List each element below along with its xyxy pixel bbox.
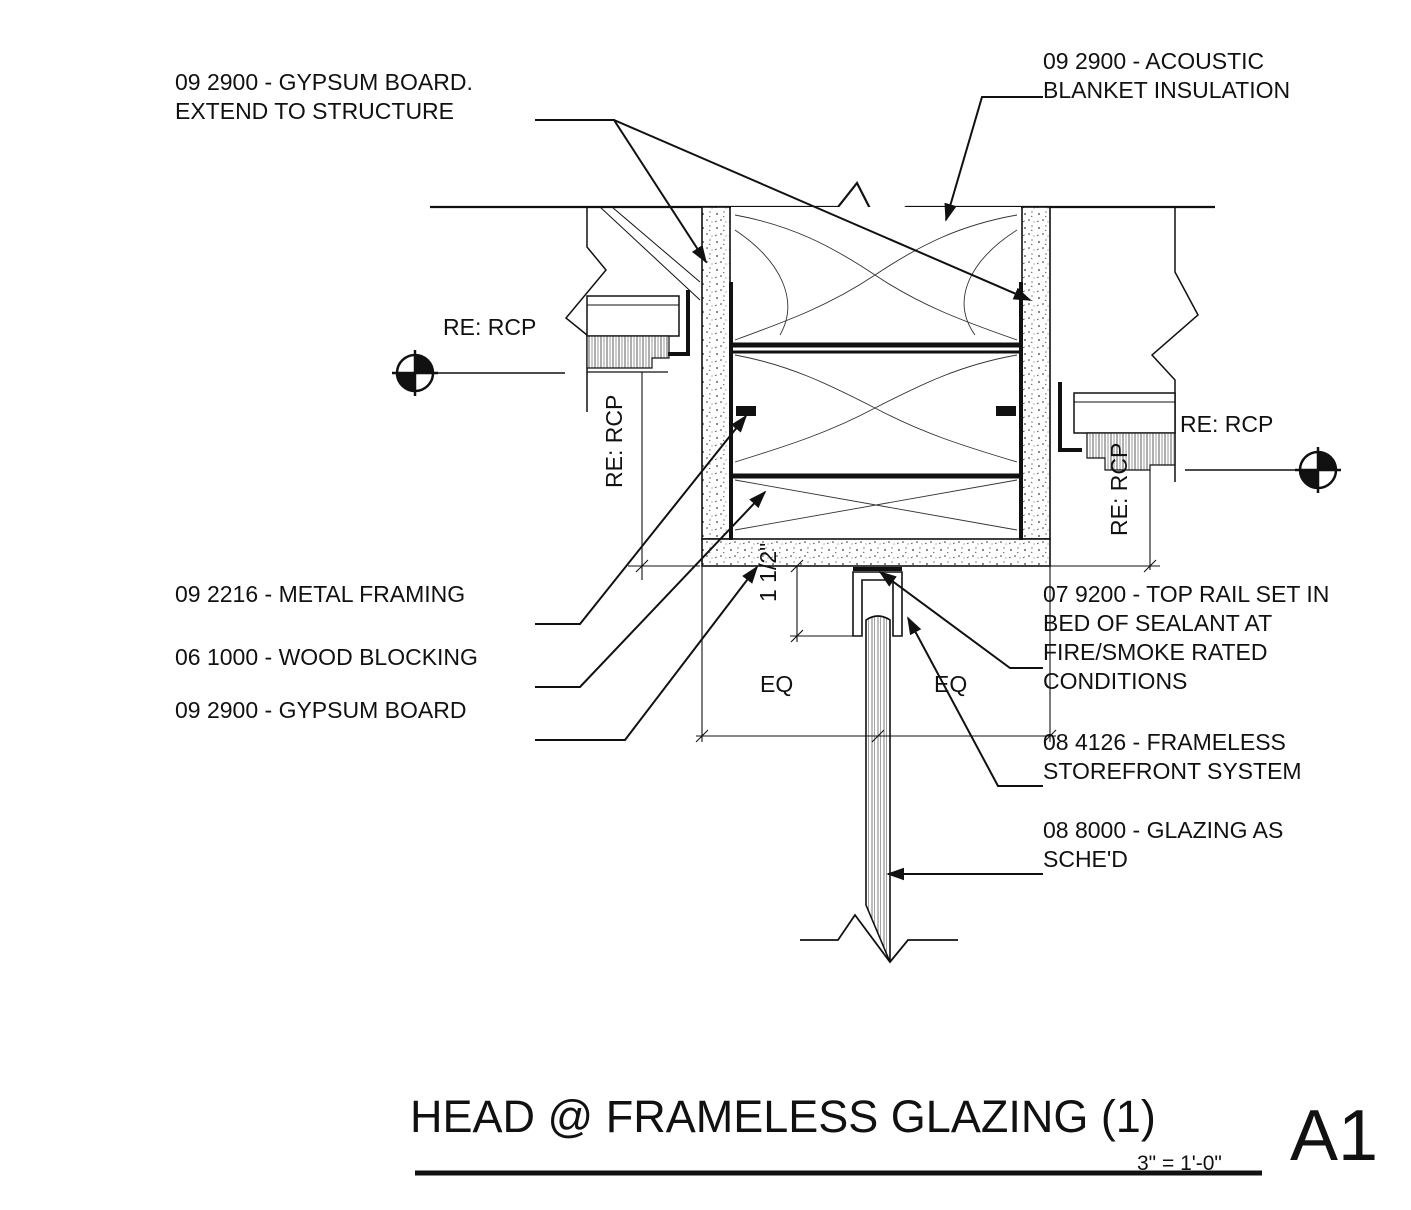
metal-framing bbox=[729, 282, 1023, 540]
note-glazing-line2: SCHE'D bbox=[1043, 846, 1128, 872]
note-top-rail-line4: CONDITIONS bbox=[1043, 668, 1187, 694]
dim-one-and-half: 1 1/2" bbox=[755, 543, 781, 602]
gypsum-board-left bbox=[701, 206, 731, 540]
gypsum-board-right bbox=[1021, 206, 1051, 540]
gypsum-board-soffit bbox=[701, 538, 1051, 567]
note-storefront-line2: STOREFRONT SYSTEM bbox=[1043, 758, 1302, 784]
note-gypsum-extend-line1: 09 2900 - GYPSUM BOARD. bbox=[175, 69, 473, 95]
angle-trim-left bbox=[668, 290, 690, 356]
blocking-clip-right bbox=[996, 406, 1016, 416]
glass-panel bbox=[865, 615, 891, 963]
acoustic-insulation-pattern bbox=[734, 214, 1018, 531]
note-top-rail-line1: 07 9200 - TOP RAIL SET IN bbox=[1043, 581, 1329, 607]
detail-scale: 3" = 1'-0" bbox=[1137, 1152, 1222, 1175]
ceiling-tile-left bbox=[586, 295, 680, 337]
note-storefront-line1: 08 4126 - FRAMELESS bbox=[1043, 729, 1286, 755]
glass-break-line bbox=[800, 913, 958, 964]
dim-eq-left: EQ bbox=[760, 671, 793, 697]
ceiling-trim-left bbox=[586, 335, 670, 369]
detail-number: A1 bbox=[1290, 1096, 1378, 1176]
ceiling-tile-right bbox=[1073, 392, 1176, 434]
rcp-references: RE: RCP RE: RCP RE: RCP RE: RCP bbox=[443, 314, 1273, 536]
note-gypsum-board: 09 2900 - GYPSUM BOARD bbox=[175, 697, 466, 723]
ref-rcp-right: RE: RCP bbox=[1180, 411, 1273, 437]
head-assembly bbox=[701, 206, 1051, 567]
note-glazing-line1: 08 8000 - GLAZING AS bbox=[1043, 817, 1283, 843]
angle-trim-right bbox=[1058, 382, 1082, 452]
callout-notes: 09 2900 - GYPSUM BOARD. EXTEND TO STRUCT… bbox=[175, 48, 1329, 872]
blocking-clip-left bbox=[736, 406, 756, 416]
leader-lines bbox=[535, 96, 1043, 881]
dim-eq-right: EQ bbox=[934, 671, 967, 697]
section-marker-left bbox=[392, 350, 565, 396]
dimension-lines bbox=[628, 372, 1160, 743]
dimension-labels: EQ EQ 1 1/2" bbox=[755, 543, 967, 697]
ref-rcp-left: RE: RCP bbox=[443, 314, 536, 340]
storefront-system bbox=[800, 567, 958, 964]
title-block: HEAD @ FRAMELESS GLAZING (1) 3" = 1'-0" … bbox=[410, 1091, 1378, 1176]
insulation-cavity bbox=[731, 207, 1021, 537]
ceiling-left bbox=[564, 206, 701, 412]
note-top-rail-line2: BED OF SEALANT AT bbox=[1043, 610, 1272, 636]
ref-rcp-left-vertical: RE: RCP bbox=[601, 395, 627, 488]
note-wood-blocking: 06 1000 - WOOD BLOCKING bbox=[175, 644, 478, 670]
detail-title: HEAD @ FRAMELESS GLAZING (1) bbox=[410, 1091, 1156, 1142]
note-metal-framing: 09 2216 - METAL FRAMING bbox=[175, 581, 465, 607]
section-marker-right bbox=[1185, 447, 1341, 493]
note-top-rail-line3: FIRE/SMOKE RATED bbox=[1043, 639, 1268, 665]
ceiling-right bbox=[1058, 207, 1199, 482]
note-acoustic-line2: BLANKET INSULATION bbox=[1043, 77, 1290, 103]
ref-rcp-right-vertical: RE: RCP bbox=[1106, 443, 1132, 536]
note-gypsum-extend-line2: EXTEND TO STRUCTURE bbox=[175, 98, 454, 124]
note-acoustic-line1: 09 2900 - ACOUSTIC bbox=[1043, 48, 1264, 74]
